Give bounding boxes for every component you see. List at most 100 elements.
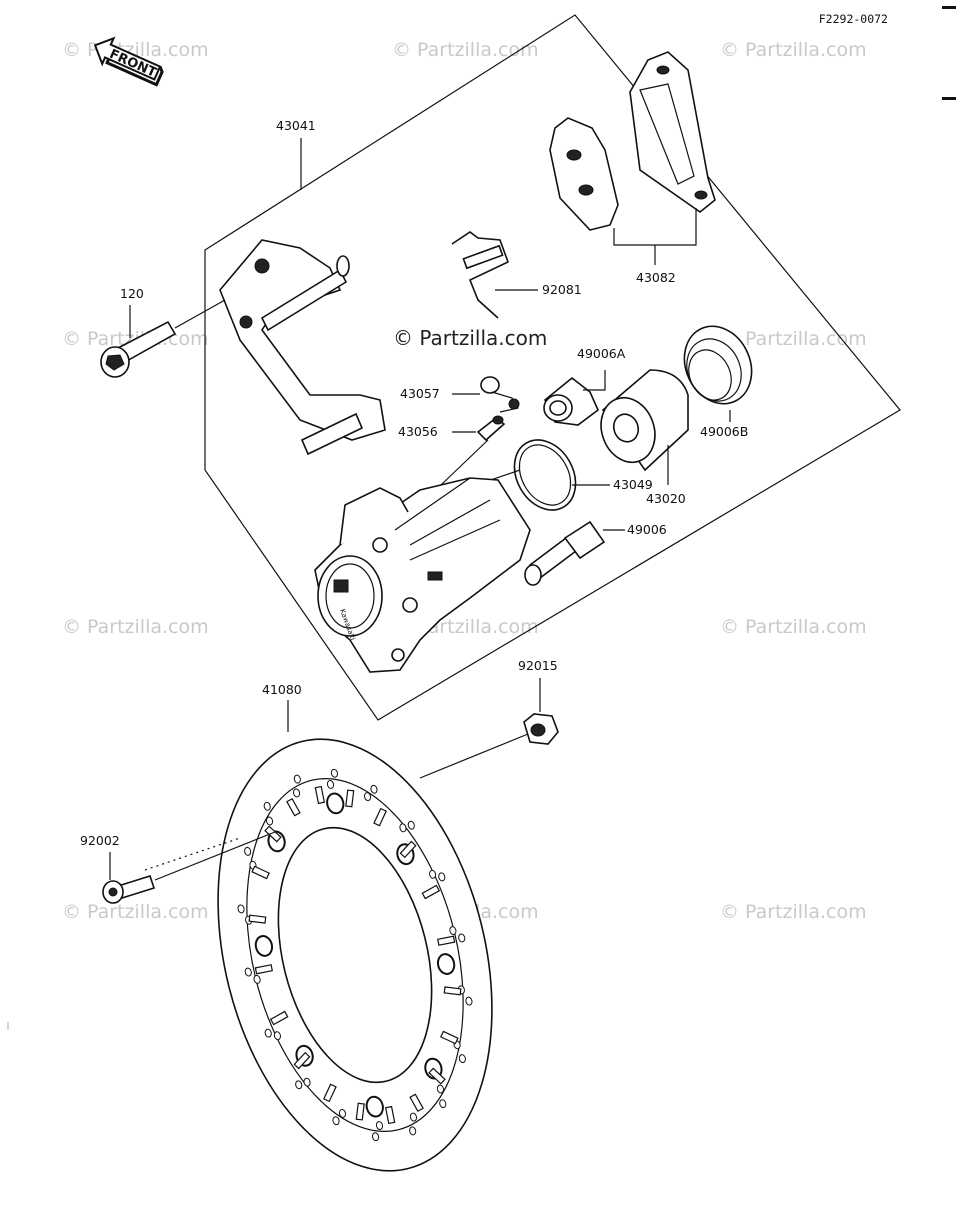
disc-hole <box>399 823 407 833</box>
disc-slot <box>409 1093 424 1113</box>
disc-hole <box>375 1121 384 1130</box>
disc-slot <box>345 789 355 808</box>
piston-seal <box>513 439 577 511</box>
watermark: © Partzilla.com <box>720 39 867 61</box>
disc-mount-hole <box>326 792 345 815</box>
disc-hole <box>293 774 301 784</box>
caliper-piston <box>600 369 689 472</box>
disc-slot <box>440 1030 459 1045</box>
callout-43082: 43082 <box>636 270 676 285</box>
disc-hole <box>292 788 301 798</box>
disc-slot <box>248 914 267 924</box>
watermark: © Partzilla.com <box>392 39 539 61</box>
disc-hole <box>273 1031 281 1041</box>
caliper-body: Kawasaki <box>314 477 531 673</box>
leader-nut-line <box>419 733 529 779</box>
disc-hole <box>409 1112 418 1122</box>
disc-hole <box>465 996 473 1006</box>
edge-mark <box>942 97 956 100</box>
watermark-center: © Partzilla.com <box>393 326 547 350</box>
disc-slot <box>251 865 270 880</box>
watermark: © Partzilla.com <box>720 328 867 350</box>
callout-43041: 43041 <box>276 118 316 133</box>
disc-hole <box>439 1099 447 1109</box>
disc-hole <box>244 967 252 977</box>
brake-disc <box>217 738 493 1172</box>
dust-boot-a <box>543 376 599 426</box>
piston-seal-b <box>683 325 753 405</box>
disc-slot <box>323 1083 337 1103</box>
disc-slot <box>421 884 441 900</box>
disc-bolt <box>102 875 156 904</box>
disc-hole <box>253 974 261 984</box>
bracket-43082 <box>613 208 697 246</box>
disc-slot <box>428 1067 446 1085</box>
mounting-bolt <box>100 320 177 378</box>
disc-hole <box>363 792 372 802</box>
watermark: © Partzilla.com <box>720 901 867 923</box>
edge-mark <box>942 6 956 9</box>
disc-slot <box>384 1105 396 1125</box>
callout-41080: 41080 <box>262 682 302 697</box>
disc-hole <box>264 1028 272 1038</box>
pad-spring <box>451 231 510 319</box>
disc-hole <box>449 926 457 936</box>
callout-43056: 43056 <box>398 424 438 439</box>
disc-slot <box>437 935 456 946</box>
disc-hole <box>458 933 466 943</box>
disc-mount-hole <box>365 1095 384 1118</box>
disc-hole <box>436 1084 445 1094</box>
disc-hole <box>326 780 335 789</box>
disc-hole <box>244 846 252 856</box>
disc-hole <box>458 1054 466 1064</box>
caliper-bracket <box>219 239 386 456</box>
disc-mount-hole <box>436 953 456 975</box>
watermark: © Partzilla.com <box>62 901 209 923</box>
callout-120: 120 <box>120 286 144 301</box>
disc-hole <box>303 1077 311 1087</box>
callout-49006: 49006 <box>627 522 667 537</box>
disc-hole <box>372 1132 380 1142</box>
disc-hole <box>332 1116 340 1126</box>
callout-49006a: 49006A <box>577 346 626 361</box>
bleeder-cap <box>480 376 520 413</box>
callout-92015: 92015 <box>518 658 558 673</box>
disc-slot <box>314 785 326 805</box>
disc-slot <box>399 840 417 859</box>
disc-slots <box>248 785 462 1125</box>
leader-disc-bolt-line <box>154 831 276 881</box>
watermark: © Partzilla.com <box>62 616 209 638</box>
disc-hole <box>263 801 271 811</box>
caliper-assembly-outline <box>204 14 901 721</box>
disc-slot <box>443 986 462 996</box>
callout-43057: 43057 <box>400 386 440 401</box>
disc-hole <box>237 904 245 914</box>
disc-hole <box>438 872 446 882</box>
disc-hole <box>265 816 274 826</box>
disc-slot <box>293 1051 311 1070</box>
disc-slot <box>286 797 301 817</box>
bleed-valve <box>476 415 506 442</box>
callout-43049: 43049 <box>613 477 653 492</box>
callout-43020: 43020 <box>646 491 686 506</box>
disc-hole <box>295 1080 303 1090</box>
disc-mount-hole <box>254 935 274 957</box>
brake-pads <box>549 51 716 231</box>
callout-49006b: 49006B <box>700 424 748 439</box>
disc-slot <box>264 825 282 843</box>
slide-pin-boot <box>524 520 606 586</box>
disc-hole <box>409 1126 417 1136</box>
callout-92081: 92081 <box>542 282 582 297</box>
disc-slot <box>254 964 273 975</box>
disc-slot <box>355 1102 365 1121</box>
disc-hole <box>338 1108 347 1118</box>
callout-92002: 92002 <box>80 833 120 848</box>
disc-slot <box>269 1010 289 1026</box>
disc-hole <box>370 784 378 794</box>
disc-hole <box>429 869 437 879</box>
leader-120-line <box>174 299 226 329</box>
disc-nut <box>523 713 559 745</box>
disc-slot <box>373 807 387 827</box>
disc-hole <box>330 768 338 778</box>
